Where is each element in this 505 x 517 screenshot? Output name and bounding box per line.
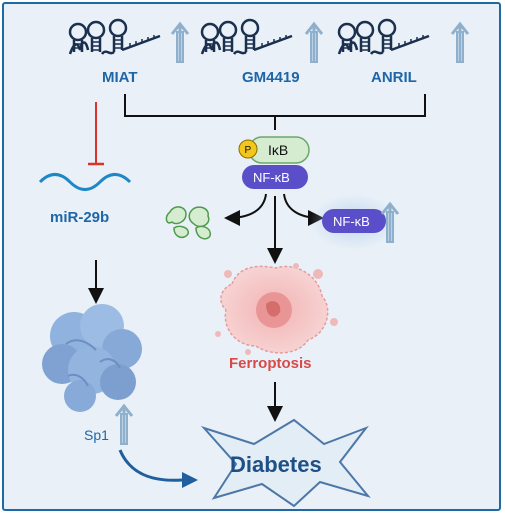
phospho-label: P	[245, 145, 252, 156]
sp1-to-diabetes-arrowhead	[182, 472, 198, 488]
ferroptosis-label: Ferroptosis	[229, 355, 312, 372]
diabetes-star-shape	[200, 418, 371, 508]
nfkb-pill	[242, 165, 308, 189]
sp1-protein-icon	[42, 304, 142, 412]
ferroptosis-cell-icon	[215, 263, 338, 355]
ikb-degradation-icon	[165, 206, 211, 240]
sp1-to-diabetes-arrow	[118, 449, 183, 482]
complex-to-degradation-arrow	[224, 193, 267, 226]
ikb-nfkb-complex: IκB P NF-κB	[238, 136, 310, 189]
pathway-diagram: MIAT GM4419 ANRIL miR-29b Sp1 IκB P NF-κ…	[38, 18, 470, 508]
anril-up-arrow-icon	[450, 22, 470, 64]
diagram-frame: MIAT GM4419 ANRIL miR-29b Sp1 IκB P NF-κ…	[2, 2, 501, 511]
lncrna-label-gm4419: GM4419	[242, 69, 300, 86]
lncrna-miat-icon	[68, 18, 162, 56]
ikb-label: IκB	[268, 142, 288, 158]
released-nfkb-pill	[322, 209, 386, 233]
phospho-icon	[238, 139, 258, 159]
diabetes-label: Diabetes	[230, 452, 322, 477]
lncrna-label-miat: MIAT	[102, 69, 138, 86]
nfkb-label: NF-κB	[253, 170, 290, 185]
released-nfkb-label: NF-κB	[333, 214, 370, 229]
lncrna-label-anril: ANRIL	[371, 69, 417, 86]
mirna-label: miR-29b	[50, 209, 109, 226]
sp1-up-arrow-icon	[114, 404, 134, 446]
mirna-wave-icon	[38, 173, 132, 191]
sp1-label: Sp1	[84, 427, 109, 443]
miat-up-arrow-icon	[170, 22, 190, 64]
lncrna-anril-icon	[337, 18, 431, 56]
lncrna-bracket-connector	[124, 94, 426, 130]
lncrna-gm4419-icon	[200, 18, 294, 56]
inhibition-arrow	[88, 102, 104, 166]
gm4419-up-arrow-icon	[304, 22, 324, 64]
